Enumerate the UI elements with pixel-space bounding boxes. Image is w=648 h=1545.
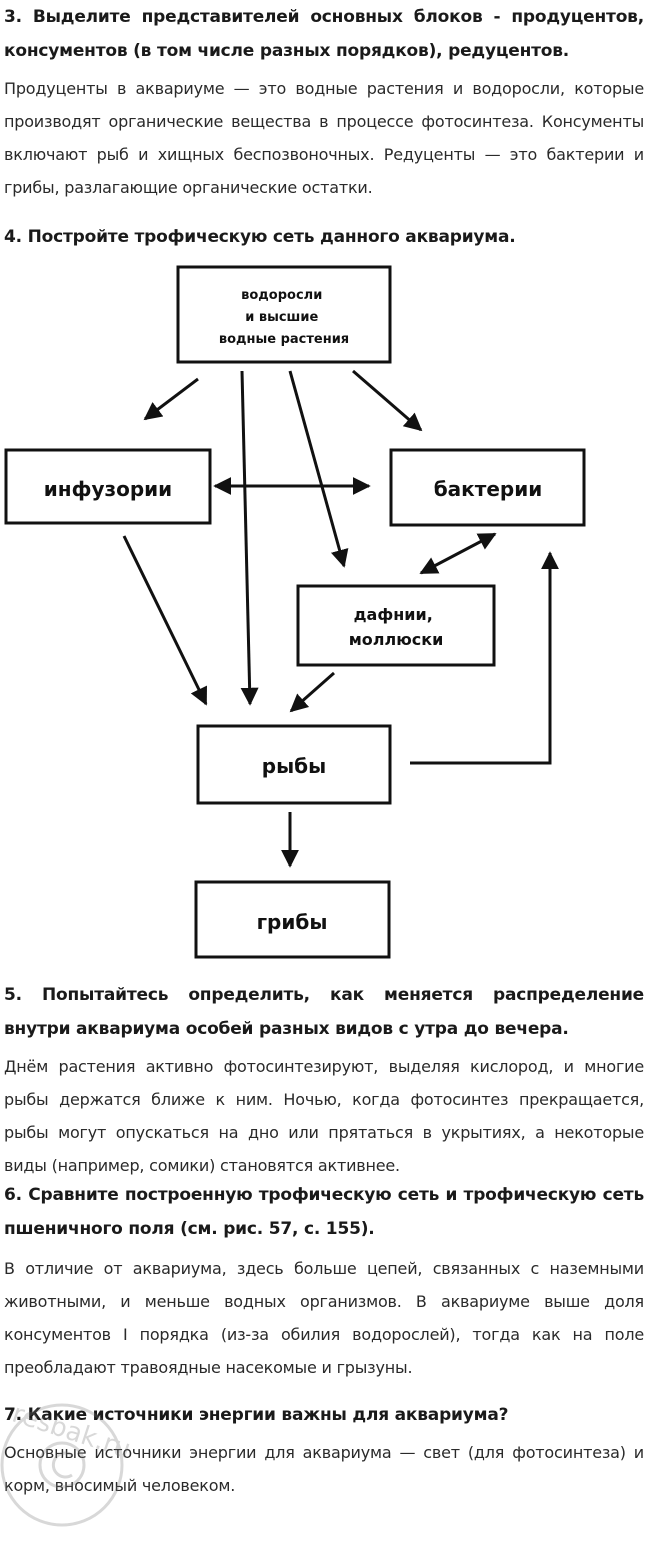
answer-7: Основные источники энергии для аквариума…: [4, 1443, 644, 1495]
arrow-algae-to-fish: [240, 370, 259, 706]
box-infusoria: [4, 448, 212, 525]
infusoria-label: инфузории: [44, 477, 172, 501]
arrow-daphnia-bacteria: [419, 532, 497, 575]
box-bacteria: [389, 448, 586, 527]
svg-text:водоросли и высшие: водоросли и высшие водные растения: [219, 288, 349, 347]
question-7: 7. Какие источники энергии важны для акв…: [4, 1405, 509, 1425]
answer-5: Днём растения активно фотосинтезируют, в…: [4, 1057, 644, 1175]
answer-6: В отличие от аквариума, здесь больше цеп…: [4, 1259, 644, 1377]
fungi-label: грибы: [257, 910, 328, 934]
svg-text:дафнии, моллюски: дафнии, моллюски: [349, 605, 444, 649]
algae-line-1: водоросли: [241, 288, 322, 303]
arrow-infusoria-to-fish: [122, 535, 208, 706]
question-5: 5. Попытайтесь определить, как меняется …: [4, 985, 644, 1039]
box-daphnia: [296, 584, 496, 667]
question-3: 3. Выделите представителей основных блок…: [4, 7, 644, 61]
arrow-algae-to-daphnia: [288, 370, 349, 568]
arrow-algae-to-bacteria: [352, 369, 423, 432]
daphnia-line-2: моллюски: [349, 630, 444, 649]
box-fish: [196, 724, 392, 805]
algae-line-2: и высшие: [245, 310, 318, 325]
arrow-daphnia-to-fish: [289, 671, 335, 713]
answer-3: Продуценты в аквариуме — это водные раст…: [4, 79, 644, 197]
box-algae: [176, 265, 392, 364]
arrow-fish-to-bacteria: [410, 551, 559, 765]
trophic-web-diagram: водоросли и высшие водные растения инфуз…: [4, 265, 586, 959]
fish-label: рыбы: [262, 754, 326, 778]
question-4: 4. Постройте трофическую сеть данного ак…: [4, 227, 516, 247]
box-fungi: [194, 880, 391, 959]
question-6: 6. Сравните построенную трофическую сеть…: [4, 1185, 644, 1239]
arrow-algae-to-infusoria: [143, 377, 199, 421]
algae-line-3: водные растения: [219, 332, 349, 347]
bacteria-label: бактерии: [434, 477, 543, 501]
daphnia-line-1: дафнии,: [354, 605, 433, 624]
